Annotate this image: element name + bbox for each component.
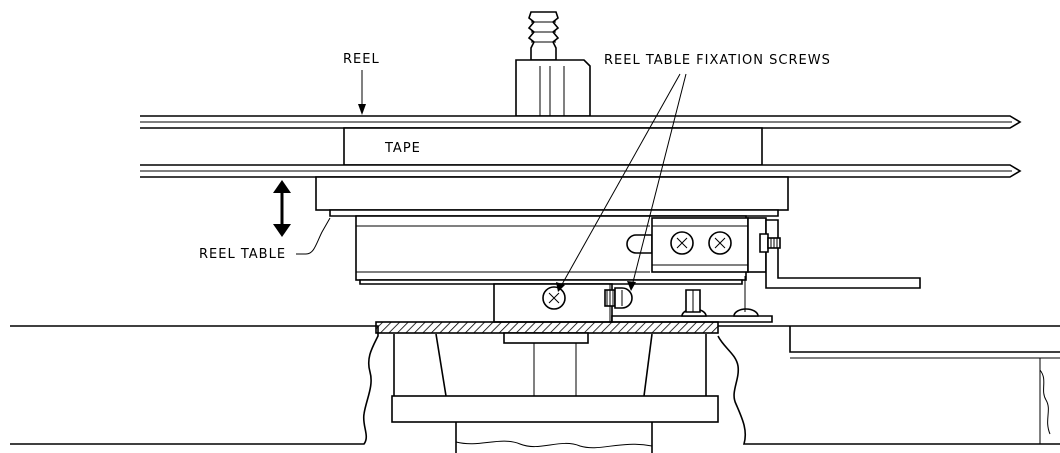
label-fixation-screws: REEL TABLE FIXATION SCREWS bbox=[604, 53, 831, 68]
spindle bbox=[515, 11, 591, 117]
fixation-screw-front-icon bbox=[542, 286, 566, 310]
chassis-left bbox=[10, 325, 379, 445]
leader-fixation-screws bbox=[556, 73, 687, 292]
leader-reel bbox=[358, 70, 366, 115]
bracket-screw-right-icon bbox=[708, 231, 732, 255]
screw-bracket bbox=[626, 217, 921, 289]
side-bolt bbox=[759, 233, 781, 253]
mounting-plate bbox=[611, 276, 773, 323]
hatched-gasket bbox=[375, 321, 719, 334]
label-reel-table: REEL TABLE bbox=[199, 247, 286, 262]
leader-reel-table bbox=[296, 217, 331, 255]
reel-table bbox=[315, 176, 789, 217]
bracket-screw-left-icon bbox=[670, 231, 694, 255]
reel-lower-flange bbox=[140, 164, 1022, 178]
fixation-screw-side-icon bbox=[604, 287, 633, 309]
reel-upper-flange bbox=[140, 115, 1022, 129]
label-tape: TAPE bbox=[384, 141, 421, 156]
lower-support bbox=[391, 332, 719, 453]
adjust-arrow-icon bbox=[273, 180, 291, 237]
chassis-right bbox=[717, 325, 1060, 445]
label-reel: REEL bbox=[343, 52, 380, 67]
